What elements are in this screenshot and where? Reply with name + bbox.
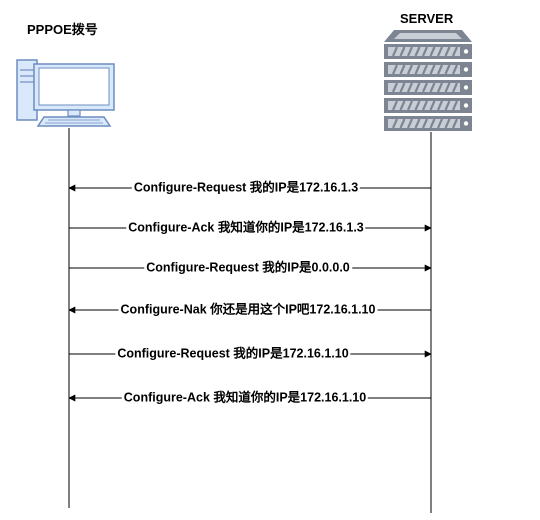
desktop-computer-icon [16, 59, 115, 127]
server-rack-icon [384, 30, 472, 131]
client-label: PPPOE拨号 [27, 22, 98, 37]
message-label: Configure-Request 我的IP是172.16.1.3 [131, 180, 361, 196]
message-label: Configure-Request 我的IP是0.0.0.0 [144, 260, 352, 276]
message-label: Configure-Request 我的IP是172.16.1.10 [115, 346, 351, 362]
message-label: Configure-Ack 我知道你的IP是172.16.1.3 [126, 220, 366, 236]
message-label: Configure-Ack 我知道你的IP是172.16.1.10 [121, 390, 369, 406]
server-label: SERVER [400, 11, 454, 26]
message-label: Configure-Nak 你还是用这个IP吧172.16.1.10 [118, 302, 378, 318]
